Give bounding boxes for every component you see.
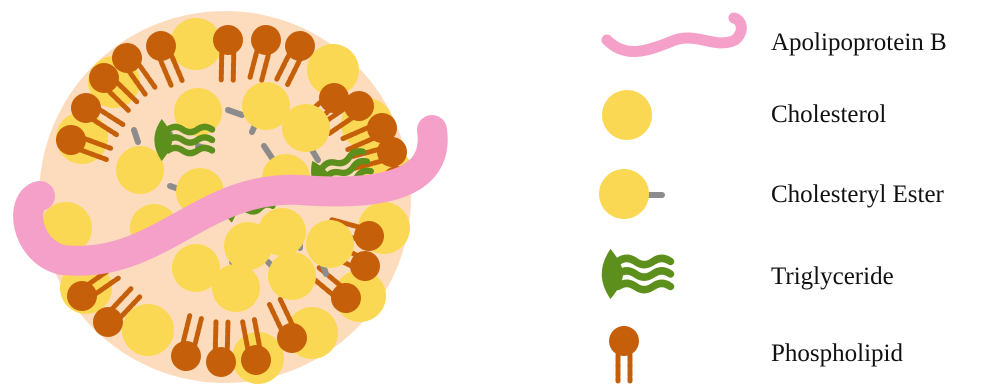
ldl-particle	[28, 11, 433, 384]
cholesterol	[306, 220, 354, 268]
cholesterol	[116, 146, 164, 194]
phospholipid-icon	[609, 326, 639, 381]
cholesteryl-ester-icon	[599, 169, 662, 219]
legend-label-triglyceride: Triglyceride	[771, 263, 894, 290]
apolipoprotein-b-icon	[607, 18, 741, 52]
legend-label-phospholipid: Phospholipid	[771, 340, 903, 367]
cholesterol	[258, 208, 306, 256]
triglyceride-icon	[602, 249, 671, 299]
legend-label-cholesterol: Cholesterol	[771, 101, 886, 128]
legend: Apolipoprotein B Cholesterol Cholesteryl…	[599, 18, 947, 381]
cholesterol	[282, 104, 330, 152]
legend-icons	[599, 18, 741, 381]
legend-label-cholesteryl-ester: Cholesteryl Ester	[771, 181, 945, 208]
cholesterol	[122, 304, 174, 356]
legend-label-apolipoprotein-b: Apolipoprotein B	[771, 29, 947, 56]
cholesterol	[268, 252, 316, 300]
cholesterol	[212, 264, 260, 312]
cholesterol-icon	[602, 90, 652, 140]
ester-tail	[134, 130, 138, 142]
